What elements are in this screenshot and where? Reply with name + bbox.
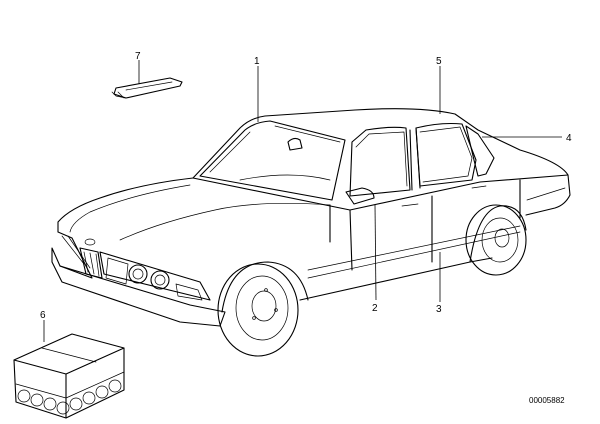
callout-lines [43, 60, 562, 342]
part-7-illustration [111, 77, 183, 99]
callout-1: 1 [254, 56, 260, 67]
car-illustration [51, 108, 571, 357]
callout-3: 3 [436, 304, 442, 315]
callout-2: 2 [372, 303, 378, 314]
callout-5: 5 [436, 56, 442, 67]
callout-4: 4 [566, 133, 572, 144]
part-6-illustration [13, 333, 125, 419]
callout-7: 7 [135, 51, 141, 62]
reference-code: 00005882 [529, 396, 565, 405]
callout-6: 6 [40, 310, 46, 321]
